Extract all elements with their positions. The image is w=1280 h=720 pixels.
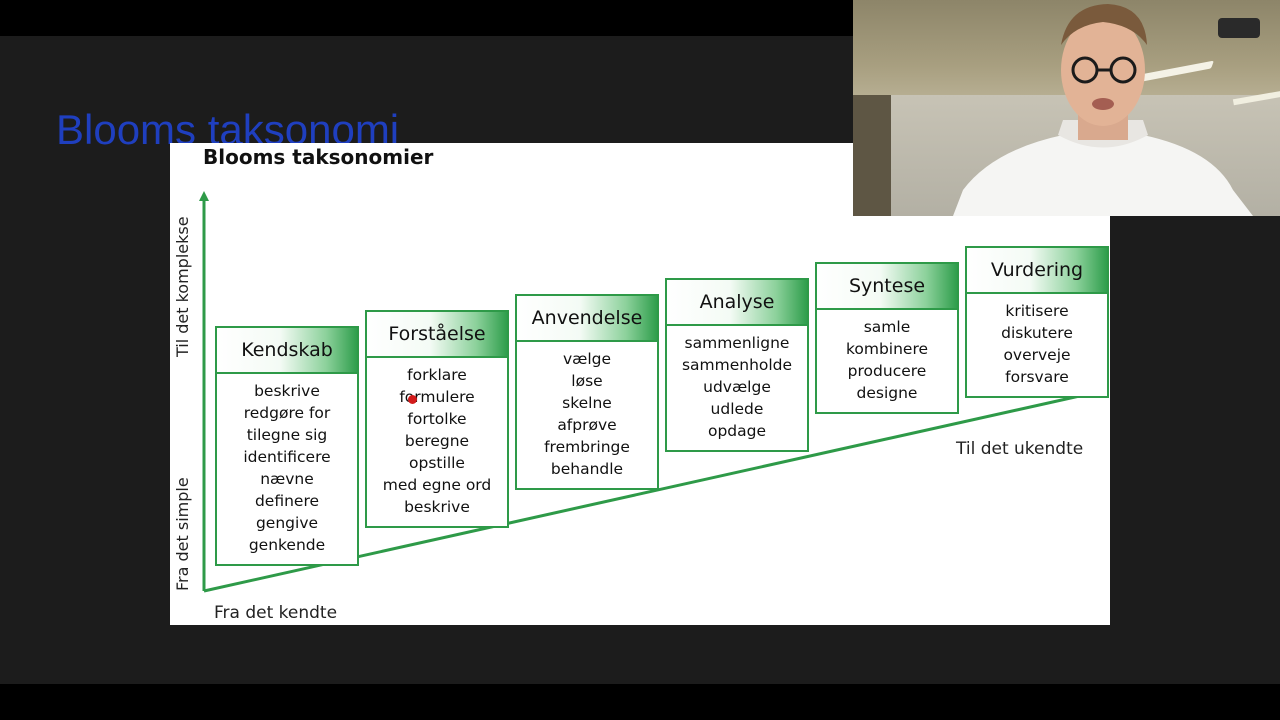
level-verb: med egne ord xyxy=(382,476,492,494)
level-verb: udvælge xyxy=(703,378,771,396)
level-verb: kritisere xyxy=(1005,302,1069,320)
level-verb: formulere xyxy=(399,388,475,406)
level-verb: frembringe xyxy=(544,438,630,456)
level-title: Anvendelse xyxy=(517,296,657,342)
level-verb: identificere xyxy=(243,448,331,466)
level-verb: fortolke xyxy=(407,410,467,428)
taxonomy-level-box: Syntese samle kombinere producere designe xyxy=(815,262,959,414)
x-axis-right-label: Til det ukendte xyxy=(956,439,1084,459)
level-verb: beskrive xyxy=(404,498,470,516)
pointer-dot xyxy=(408,395,417,404)
level-verb: skelne xyxy=(562,394,612,412)
level-verb: genkende xyxy=(248,536,326,554)
level-verb: producere xyxy=(847,362,927,380)
level-verb: vælge xyxy=(562,350,612,368)
level-verb: designe xyxy=(856,384,918,402)
doorway xyxy=(853,95,891,216)
level-verb: diskutere xyxy=(1001,324,1073,342)
presenter-webcam xyxy=(853,0,1280,216)
level-verb: udlede xyxy=(710,400,764,418)
level-verb: opstille xyxy=(409,454,465,472)
taxonomy-level-box: Anvendelse vælge løse skelne afprøve frembrin… xyxy=(515,294,659,490)
level-verb-list: kritisere diskutere overveje forsvare xyxy=(967,294,1107,396)
level-title: Forståelse xyxy=(367,312,507,358)
level-verb: redgøre for xyxy=(243,404,331,422)
level-verb: forsvare xyxy=(1005,368,1069,386)
level-title: Analyse xyxy=(667,280,807,326)
level-verb: sammenligne xyxy=(684,334,790,352)
y-axis-top-label: Til det komplekse xyxy=(173,216,192,357)
level-verb: kombinere xyxy=(845,340,929,358)
taxonomy-level-box: Forståelse forklare formulere fortolke bereg… xyxy=(365,310,509,528)
level-verb: forklare xyxy=(407,366,467,384)
level-verb: sammenholde xyxy=(681,356,793,374)
level-verb: overveje xyxy=(1003,346,1071,364)
level-verb: beregne xyxy=(404,432,470,450)
level-title: Vurdering xyxy=(967,248,1107,294)
blooms-taxonomy-figure: Blooms taksonomier Til det komplekse Fra… xyxy=(170,143,1110,625)
level-verb: nævne xyxy=(260,470,314,488)
projector xyxy=(1218,18,1260,38)
level-verb: beskrive xyxy=(254,382,320,400)
level-verb-list: vælge løse skelne afprøve frembringe behandle xyxy=(517,342,657,488)
level-verb-list: beskrive redgøre for tilegne sig identifice… xyxy=(217,374,357,564)
level-verb: afprøve xyxy=(557,416,617,434)
level-verb: behandle xyxy=(550,460,624,478)
figure-title: Blooms taksonomier xyxy=(203,145,434,169)
level-title: Kendskab xyxy=(217,328,357,374)
level-verb-list: samle kombinere producere designe xyxy=(817,310,957,412)
presenter-person xyxy=(953,4,1253,216)
level-title: Syntese xyxy=(817,264,957,310)
x-axis-left-label: Fra det kendte xyxy=(214,603,338,623)
taxonomy-level-box: Vurdering kritisere diskutere overveje forsv… xyxy=(965,246,1109,398)
level-verb-list: sammenligne sammenholde udvælge udlede opdag… xyxy=(667,326,807,450)
level-verb: opdage xyxy=(707,422,767,440)
level-verb: samle xyxy=(863,318,911,336)
level-verb: definere xyxy=(254,492,320,510)
taxonomy-level-box: Kendskab beskrive redgøre for tilegne sig id… xyxy=(215,326,359,566)
level-verb-list: forklare formulere fortolke beregne opstille… xyxy=(367,358,507,526)
level-verb: tilegne sig xyxy=(246,426,328,444)
taxonomy-level-box: Analyse sammenligne sammenholde udvælge udle… xyxy=(665,278,809,452)
level-verb: gengive xyxy=(255,514,319,532)
bottom-letterbox xyxy=(0,684,1280,720)
level-verb: løse xyxy=(571,372,603,390)
y-axis-bottom-label: Fra det simple xyxy=(173,477,192,591)
